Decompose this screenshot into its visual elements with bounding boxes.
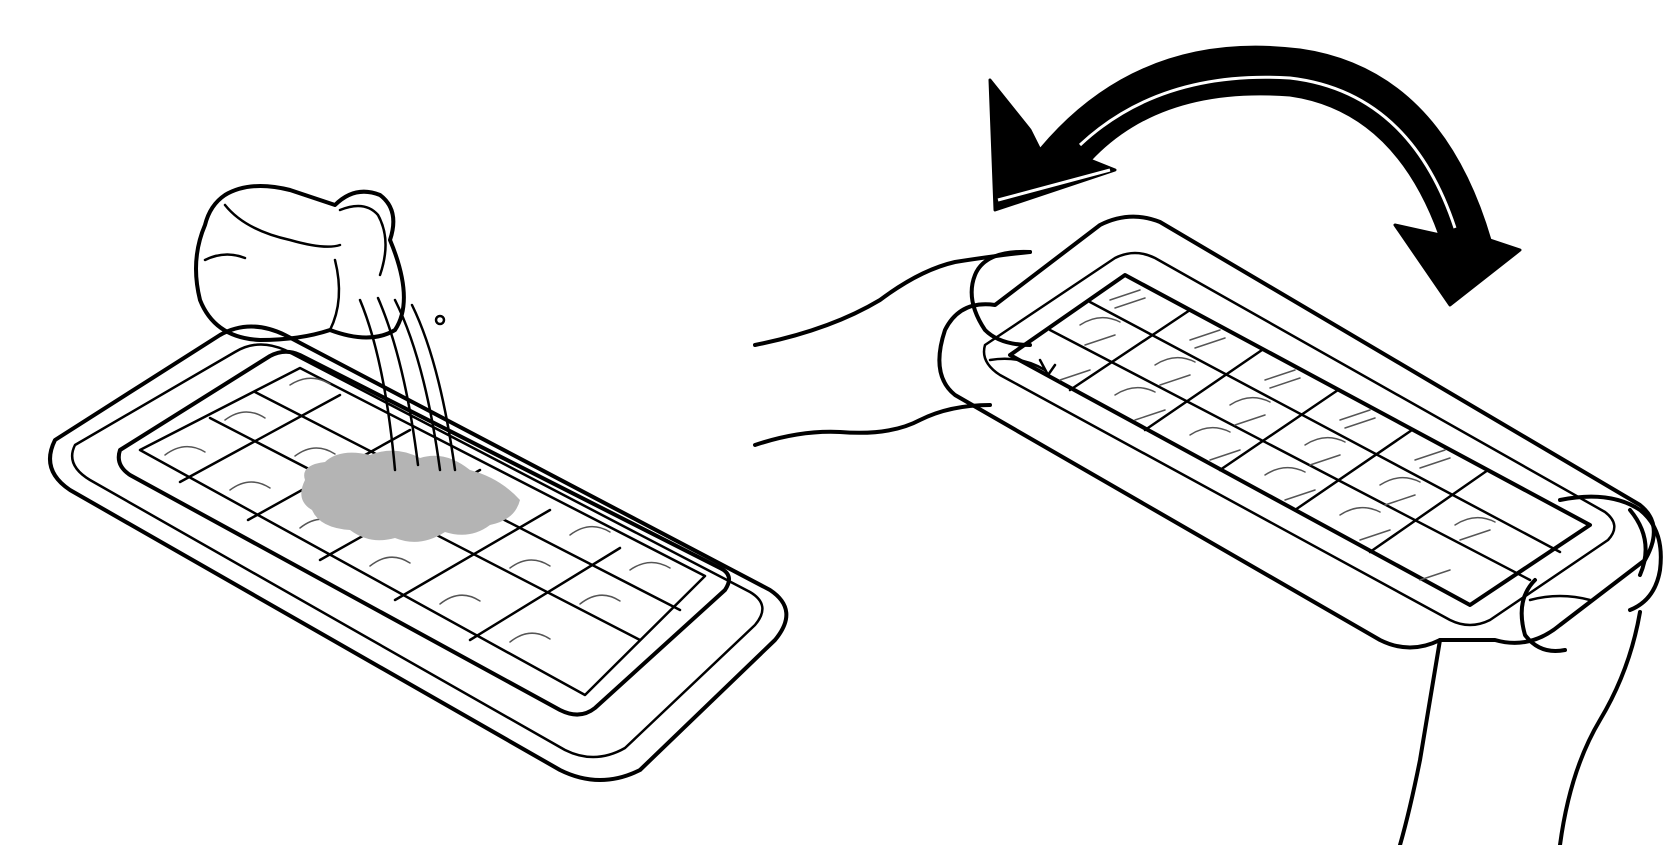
water-pitcher-icon [196,186,404,340]
right-ice-tray [939,217,1654,648]
right-tray-dimples [1080,318,1495,525]
twist-arrow-icon [990,47,1520,305]
right-hand [1400,497,1661,845]
panel-fill-tray [50,186,786,780]
panel-twist-tray [755,47,1661,845]
left-hand [755,252,1055,445]
left-ice-tray [50,327,786,781]
